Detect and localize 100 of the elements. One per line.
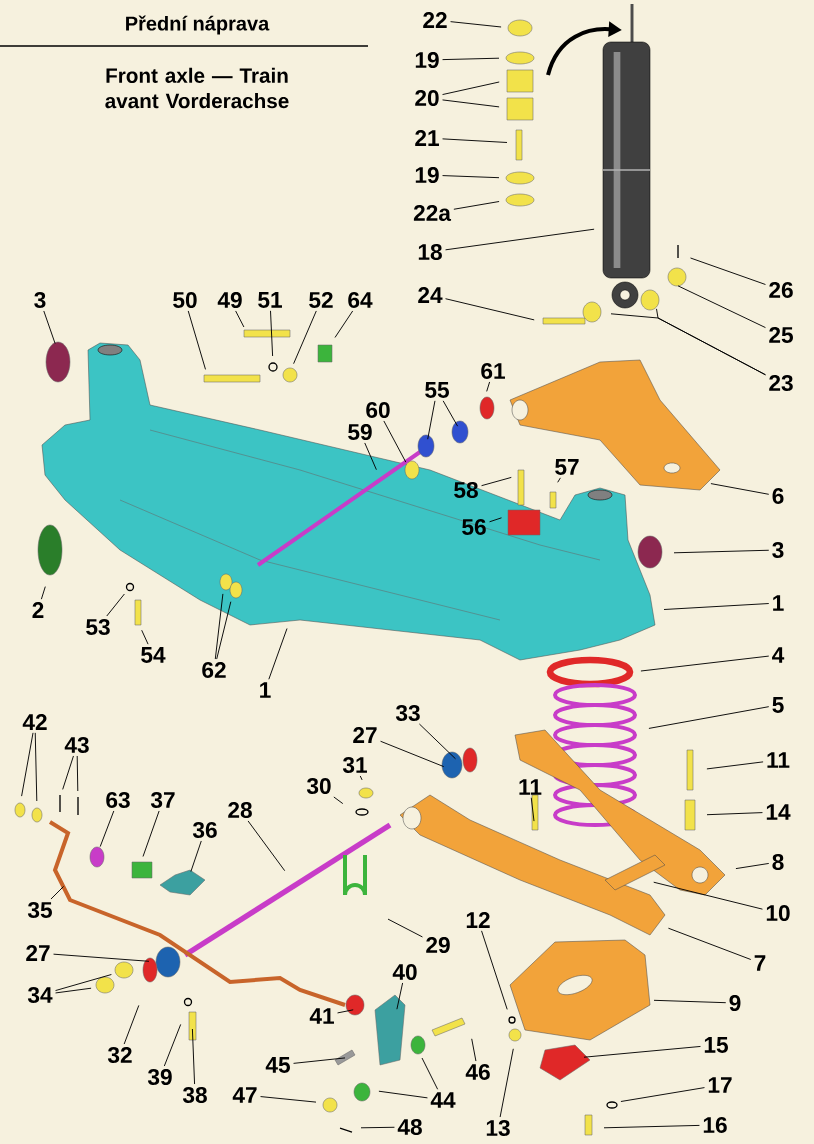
leader-line (489, 517, 502, 523)
leader-line (235, 310, 245, 328)
leader-line (653, 881, 763, 910)
callout-number: 53 (86, 618, 110, 636)
callout-number: 39 (147, 1068, 172, 1086)
leader-line (442, 138, 508, 143)
leader-line (141, 629, 149, 645)
callout-number: 14 (766, 804, 791, 820)
callout-number: 3 (772, 541, 784, 559)
leader-line (214, 593, 224, 660)
callout-number: 23 (769, 374, 793, 392)
callout-number: 11 (519, 779, 542, 795)
callout-number: 46 (465, 1064, 490, 1081)
leader-line (445, 228, 595, 251)
callout-number: 1 (260, 682, 271, 698)
callout-number: 5 (772, 697, 784, 713)
leader-line (557, 477, 561, 483)
leader-line (620, 1087, 705, 1102)
leader-line (640, 655, 770, 672)
leader-line (442, 57, 500, 61)
callout-number: 54 (141, 647, 166, 663)
callout-number: 10 (766, 905, 790, 922)
leader-line (653, 999, 727, 1004)
leader-line (530, 797, 535, 822)
leader-line (427, 400, 436, 440)
leader-line (710, 483, 770, 495)
leader-line (53, 953, 150, 962)
callout-number: 47 (232, 1087, 257, 1103)
callout-number: 48 (397, 1119, 422, 1136)
leader-line (360, 1126, 395, 1129)
leader-line (123, 1004, 140, 1045)
leader-line (293, 310, 317, 365)
callout-number: 19 (415, 166, 439, 184)
leader-line (442, 81, 500, 95)
callout-number: 26 (769, 281, 793, 299)
callout-number: 8 (772, 854, 784, 871)
callout-number: 40 (392, 964, 417, 981)
title: Přední náprava (126, 15, 270, 35)
callout-number: 41 (309, 1008, 334, 1024)
callout-number: 7 (754, 955, 766, 971)
callout-number: 19 (415, 51, 439, 69)
callout-number: 11 (767, 752, 790, 768)
leader-line (706, 812, 763, 816)
callout-number: 63 (106, 791, 130, 809)
leader-line (453, 201, 500, 210)
leader-line (706, 761, 764, 770)
callout-number: 20 (415, 89, 439, 107)
callout-number: 32 (107, 1046, 132, 1064)
callout-number: 37 (150, 791, 175, 809)
callout-number: 62 (202, 662, 226, 679)
leader-line (442, 99, 500, 108)
callout-number: 9 (729, 995, 741, 1012)
leader-line (270, 310, 274, 357)
leader-line (648, 706, 770, 729)
leader-line (583, 1045, 701, 1058)
leader-line (247, 820, 286, 872)
leader-line (21, 732, 34, 797)
leader-line (383, 420, 407, 463)
callout-number: 2 (32, 602, 44, 618)
leader-line (421, 1057, 439, 1090)
leader-line (55, 987, 92, 994)
leader-line (445, 298, 535, 321)
callout-number: 60 (366, 401, 390, 419)
leader-line (40, 586, 46, 600)
callout-number: 17 (708, 1077, 732, 1093)
callout-number: 24 (418, 287, 443, 303)
callout-number: 30 (306, 777, 331, 795)
leader-line (387, 918, 423, 938)
leader-line (378, 1090, 428, 1099)
callout-number: 15 (704, 1037, 728, 1053)
leader-line (268, 628, 288, 680)
leader-line (50, 885, 65, 900)
callout-number: 43 (64, 736, 89, 754)
leader-line (76, 755, 79, 792)
callout-number: 13 (486, 1119, 510, 1137)
leader-line (450, 21, 502, 28)
leader-line (442, 400, 459, 427)
callout-number: 45 (265, 1057, 290, 1073)
leader-line (486, 381, 491, 392)
leader-line (442, 175, 500, 179)
callout-number: 25 (769, 326, 793, 344)
callout-number: 57 (555, 459, 579, 475)
callout-number: 29 (426, 937, 450, 954)
leader-line (334, 310, 354, 338)
callout-number: 50 (173, 291, 197, 309)
callout-number: 34 (27, 986, 53, 1004)
leader-line (673, 549, 770, 554)
leader-line (481, 930, 508, 1010)
callout-number: 1 (773, 595, 784, 611)
callout-number: 12 (466, 912, 490, 928)
callout-number: 58 (454, 482, 478, 499)
leader-line (190, 840, 202, 872)
callout-number: 55 (425, 382, 449, 398)
callout-number: 6 (772, 488, 784, 505)
callout-number: 27 (353, 727, 377, 743)
callout-number: 3 (34, 291, 46, 309)
callout-number: 38 (182, 1086, 207, 1104)
leader-line (610, 313, 766, 376)
callout-number: 52 (309, 291, 333, 309)
leader-line (34, 732, 38, 802)
